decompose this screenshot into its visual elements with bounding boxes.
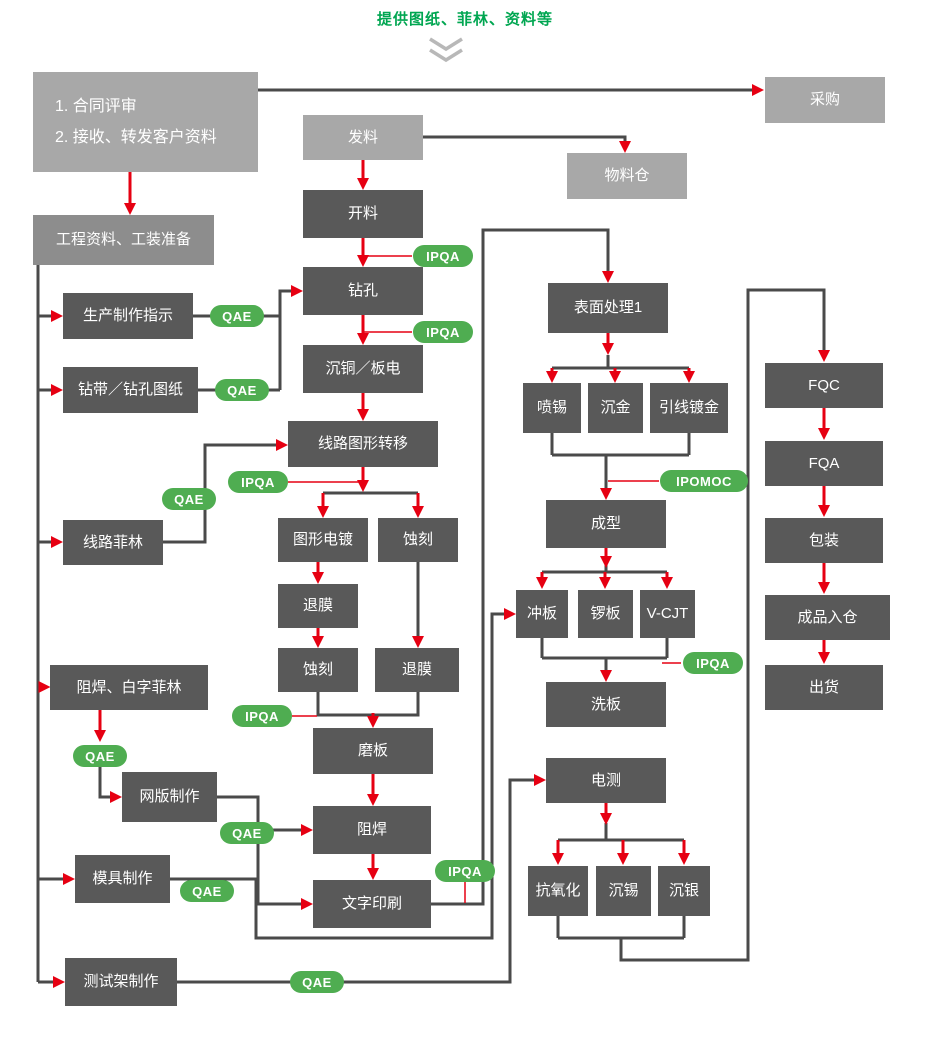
contract-review-line1: 1. 合同评审	[55, 97, 137, 115]
node-test-fixture: 测试架制作	[65, 958, 177, 1006]
connector-lines-plain	[36, 265, 691, 982]
node-screen-making: 网版制作	[122, 772, 217, 822]
node-board-washing: 洗板	[546, 682, 666, 727]
node-surface-treatment-1: 表面处理1	[548, 283, 668, 333]
node-film-strip-2: 退膜	[375, 648, 459, 692]
badge-lead-lines	[288, 255, 681, 903]
node-soldermask: 阻焊	[313, 806, 431, 854]
node-film-strip-1: 退膜	[278, 584, 358, 628]
contract-review-line2: 2. 接收、转发客户资料	[55, 129, 217, 146]
node-immersion-silver: 沉银	[658, 866, 710, 916]
badge-ipqa-5: IPQA	[435, 860, 495, 882]
badge-ipqa-4: IPQA	[232, 705, 292, 727]
node-cutting: 开料	[303, 190, 423, 238]
node-circuit-film: 线路菲林	[63, 520, 163, 565]
node-purchasing: 采购	[765, 77, 885, 123]
node-fqc: FQC	[765, 363, 883, 408]
node-fqa: FQA	[765, 441, 883, 486]
node-immersion-tin: 沉锡	[596, 866, 651, 916]
node-board-grinding: 磨板	[313, 728, 433, 774]
node-drill-tape: 钻带／钻孔图纸	[63, 367, 198, 413]
node-forming: 成型	[546, 500, 666, 548]
node-lead-gold-plating: 引线镀金	[650, 383, 728, 433]
node-packaging: 包装	[765, 518, 883, 563]
node-soldermask-film: 阻焊、白字菲林	[50, 665, 208, 710]
badge-ipqa-1: IPQA	[413, 245, 473, 267]
node-hasl: 喷锡	[523, 383, 581, 433]
node-routing: 锣板	[578, 590, 633, 638]
node-contract-review: 1. 合同评审 2. 接收、转发客户资料	[33, 72, 258, 172]
badge-ipqa-6: IPQA	[683, 652, 743, 674]
node-anti-oxidation: 抗氧化	[528, 866, 588, 916]
badge-qae-4: QAE	[73, 745, 127, 767]
node-material-warehouse: 物料仓	[567, 153, 687, 199]
node-etching-2: 蚀刻	[278, 648, 358, 692]
flowchart-title: 提供图纸、菲林、资料等	[376, 11, 553, 28]
node-drilling: 钻孔	[303, 267, 423, 315]
node-etching-1: 蚀刻	[378, 518, 458, 562]
node-shipping: 出货	[765, 665, 883, 710]
node-production-instruction: 生产制作指示	[63, 293, 193, 339]
badge-ipomoc: IPOMOC	[660, 470, 748, 492]
node-immersion-gold: 沉金	[588, 383, 643, 433]
node-pattern-transfer: 线路图形转移	[288, 421, 438, 467]
badge-qae-5: QAE	[220, 822, 274, 844]
badge-ipqa-2: IPQA	[413, 321, 473, 343]
node-engineering-prep: 工程资料、工装准备	[33, 215, 214, 265]
node-electrical-test: 电测	[546, 758, 666, 803]
badge-qae-7: QAE	[290, 971, 344, 993]
badge-qae-1: QAE	[210, 305, 264, 327]
node-finished-warehouse: 成品入仓	[765, 595, 890, 640]
badge-ipqa-3: IPQA	[228, 471, 288, 493]
badge-qae-2: QAE	[215, 379, 269, 401]
node-legend-printing: 文字印刷	[313, 880, 431, 928]
node-copper-deposition: 沉铜／板电	[303, 345, 423, 393]
chevron-down-icon	[429, 37, 463, 63]
node-pattern-plating: 图形电镀	[278, 518, 368, 562]
badge-qae-3: QAE	[162, 488, 216, 510]
node-mold-making: 模具制作	[75, 855, 170, 903]
node-v-cut: V-CJT	[640, 590, 695, 638]
node-material-issue: 发料	[303, 115, 423, 160]
node-punching: 冲板	[516, 590, 568, 638]
badge-qae-6: QAE	[180, 880, 234, 902]
connector-arrows-red	[94, 160, 830, 880]
